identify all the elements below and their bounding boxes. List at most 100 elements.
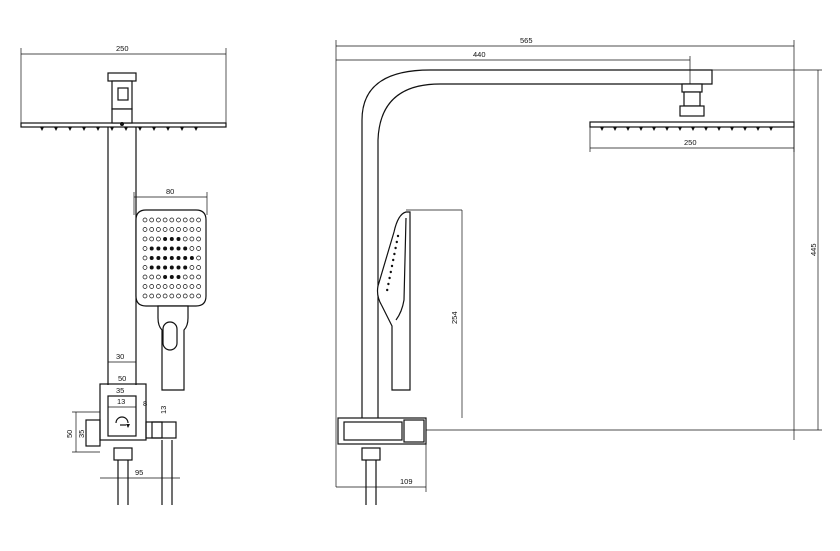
- dim-side-13: 13: [159, 406, 168, 414]
- spray-dot: [142, 236, 148, 242]
- spray-dot: [162, 293, 168, 299]
- spray-dot: [149, 227, 155, 232]
- spray-dot: [142, 284, 148, 289]
- nozzle: [717, 127, 721, 131]
- spray-dot: [395, 240, 398, 244]
- spray-dot: [149, 217, 155, 223]
- spray-dot: [189, 246, 195, 251]
- spray-dot: [169, 293, 175, 299]
- spray-dot: [176, 237, 181, 241]
- nozzle: [152, 127, 156, 131]
- spray-dot: [156, 256, 161, 260]
- spray-dot: [196, 227, 201, 232]
- nozzle: [704, 127, 708, 131]
- dim-arm-reach: 440: [336, 50, 691, 86]
- spray-dot: [169, 246, 174, 251]
- hand-shower-side: 254: [376, 209, 463, 418]
- spray-dot: [163, 237, 168, 241]
- spray-dot: [387, 282, 390, 286]
- rain-head-side: 250: [589, 83, 795, 152]
- spray-dot: [176, 284, 181, 289]
- dim-depth-95: 95: [135, 468, 143, 477]
- spray-dot: [176, 275, 181, 279]
- nozzle: [194, 127, 198, 131]
- spray-dot: [189, 265, 195, 270]
- spray-dot: [162, 217, 168, 223]
- dim-total-reach-label: 565: [520, 36, 533, 45]
- nozzle: [730, 127, 734, 131]
- spray-dot: [156, 265, 161, 270]
- nozzle: [68, 127, 72, 131]
- curved-shower-arm: [361, 69, 713, 418]
- spray-dot: [162, 284, 168, 289]
- spray-dot: [176, 265, 181, 270]
- nozzle: [652, 127, 656, 131]
- nozzle: [40, 127, 44, 131]
- spray-dot: [169, 217, 175, 223]
- spray-dot: [169, 256, 174, 260]
- front-view: 250 80: [20, 44, 227, 505]
- spray-dot: [149, 256, 154, 260]
- spray-dot: [176, 256, 181, 260]
- spray-dot: [196, 246, 201, 251]
- nozzle: [691, 127, 695, 131]
- spray-dot: [156, 227, 161, 232]
- spray-dot: [169, 227, 175, 232]
- spray-dot: [149, 246, 154, 251]
- spray-dot: [196, 255, 201, 261]
- spray-dot: [389, 270, 392, 274]
- spray-dot: [142, 293, 148, 299]
- spray-dot: [183, 265, 188, 270]
- spray-dot: [182, 293, 188, 299]
- spray-dot: [163, 265, 168, 270]
- spray-dot: [142, 255, 148, 261]
- spray-dot: [388, 276, 391, 280]
- spray-dot: [149, 265, 154, 270]
- spray-dot: [182, 274, 188, 280]
- spray-dot: [392, 258, 395, 262]
- nozzle: [180, 127, 184, 131]
- spray-dot: [394, 246, 397, 250]
- spray-dot: [163, 275, 168, 279]
- nozzle: [54, 127, 58, 131]
- dim-base-depth: 109: [400, 477, 413, 486]
- spray-dot: [163, 246, 168, 251]
- spray-dot: [156, 274, 161, 280]
- spray-dot: [156, 284, 161, 289]
- spray-dot: [162, 227, 168, 232]
- spray-dot: [196, 274, 201, 280]
- spray-dot: [196, 236, 201, 242]
- spray-dot: [189, 217, 195, 223]
- nozzle: [124, 127, 128, 131]
- dim-body-width-b: 35: [116, 386, 124, 395]
- nozzle: [110, 127, 114, 131]
- dim-body-width-a: 50: [118, 374, 126, 383]
- dim-head-width-label: 250: [116, 44, 129, 53]
- nozzle: [96, 127, 100, 131]
- dim-height-35: 35: [77, 430, 86, 438]
- rain-shower-head: [20, 72, 227, 131]
- dim-arm-reach-label: 440: [473, 50, 486, 59]
- dim-head-width: 250: [20, 44, 227, 126]
- dim-handset-width: 80: [133, 187, 208, 215]
- spray-dot: [149, 236, 155, 242]
- spray-dot: [142, 265, 148, 270]
- spray-dot: [156, 236, 161, 242]
- nozzle: [678, 127, 682, 131]
- nozzle: [665, 127, 669, 131]
- spray-dot: [183, 246, 188, 251]
- spray-dot: [142, 227, 148, 232]
- spray-dot: [189, 284, 195, 289]
- spray-dot: [196, 265, 201, 270]
- spray-dot: [169, 284, 175, 289]
- spray-dot: [156, 246, 161, 251]
- nozzle: [769, 127, 773, 131]
- spray-dot: [189, 236, 195, 242]
- spray-dot: [182, 227, 188, 232]
- dim-total-height: 445: [426, 69, 822, 431]
- spray-dot: [176, 293, 181, 299]
- spray-dot: [390, 264, 394, 268]
- spray-dot: [169, 265, 174, 270]
- dim-handset-height: 254: [450, 311, 459, 324]
